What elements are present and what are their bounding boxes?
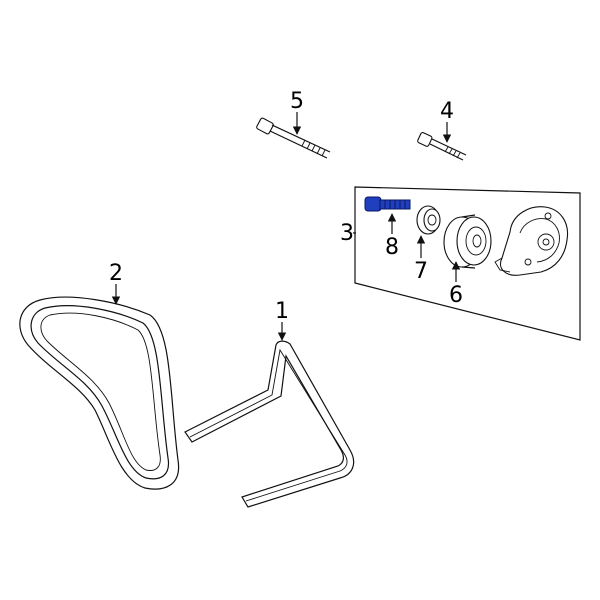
callout-1: 1 bbox=[275, 299, 289, 341]
drive-belt-part-1[interactable] bbox=[184, 340, 355, 508]
callout-label-5: 5 bbox=[290, 89, 304, 114]
bolt-part-4[interactable] bbox=[417, 132, 467, 161]
callout-2: 2 bbox=[109, 261, 123, 305]
callout-7: 7 bbox=[414, 235, 428, 284]
bolt-part-5[interactable] bbox=[256, 117, 331, 159]
pulley-part-6[interactable] bbox=[443, 214, 492, 269]
callout-8: 8 bbox=[385, 213, 399, 260]
callout-label-6: 6 bbox=[449, 283, 463, 308]
callout-label-7: 7 bbox=[414, 259, 428, 284]
drive-belt-part-2[interactable] bbox=[19, 296, 180, 490]
tensioner-body[interactable] bbox=[494, 206, 569, 276]
callout-label-3: 3 bbox=[340, 221, 354, 246]
callout-label-1: 1 bbox=[275, 299, 289, 324]
bolt-part-8[interactable] bbox=[364, 196, 411, 212]
tensioner-assembly-box bbox=[354, 186, 581, 341]
callout-label-4: 4 bbox=[440, 99, 454, 124]
callout-label-2: 2 bbox=[109, 261, 123, 286]
callout-6: 6 bbox=[449, 261, 463, 308]
callout-5: 5 bbox=[290, 89, 304, 135]
callout-label-8: 8 bbox=[385, 235, 399, 260]
callout-3: 3 bbox=[340, 221, 356, 246]
spacer-part-7[interactable] bbox=[416, 205, 441, 235]
callout-4: 4 bbox=[440, 99, 454, 143]
